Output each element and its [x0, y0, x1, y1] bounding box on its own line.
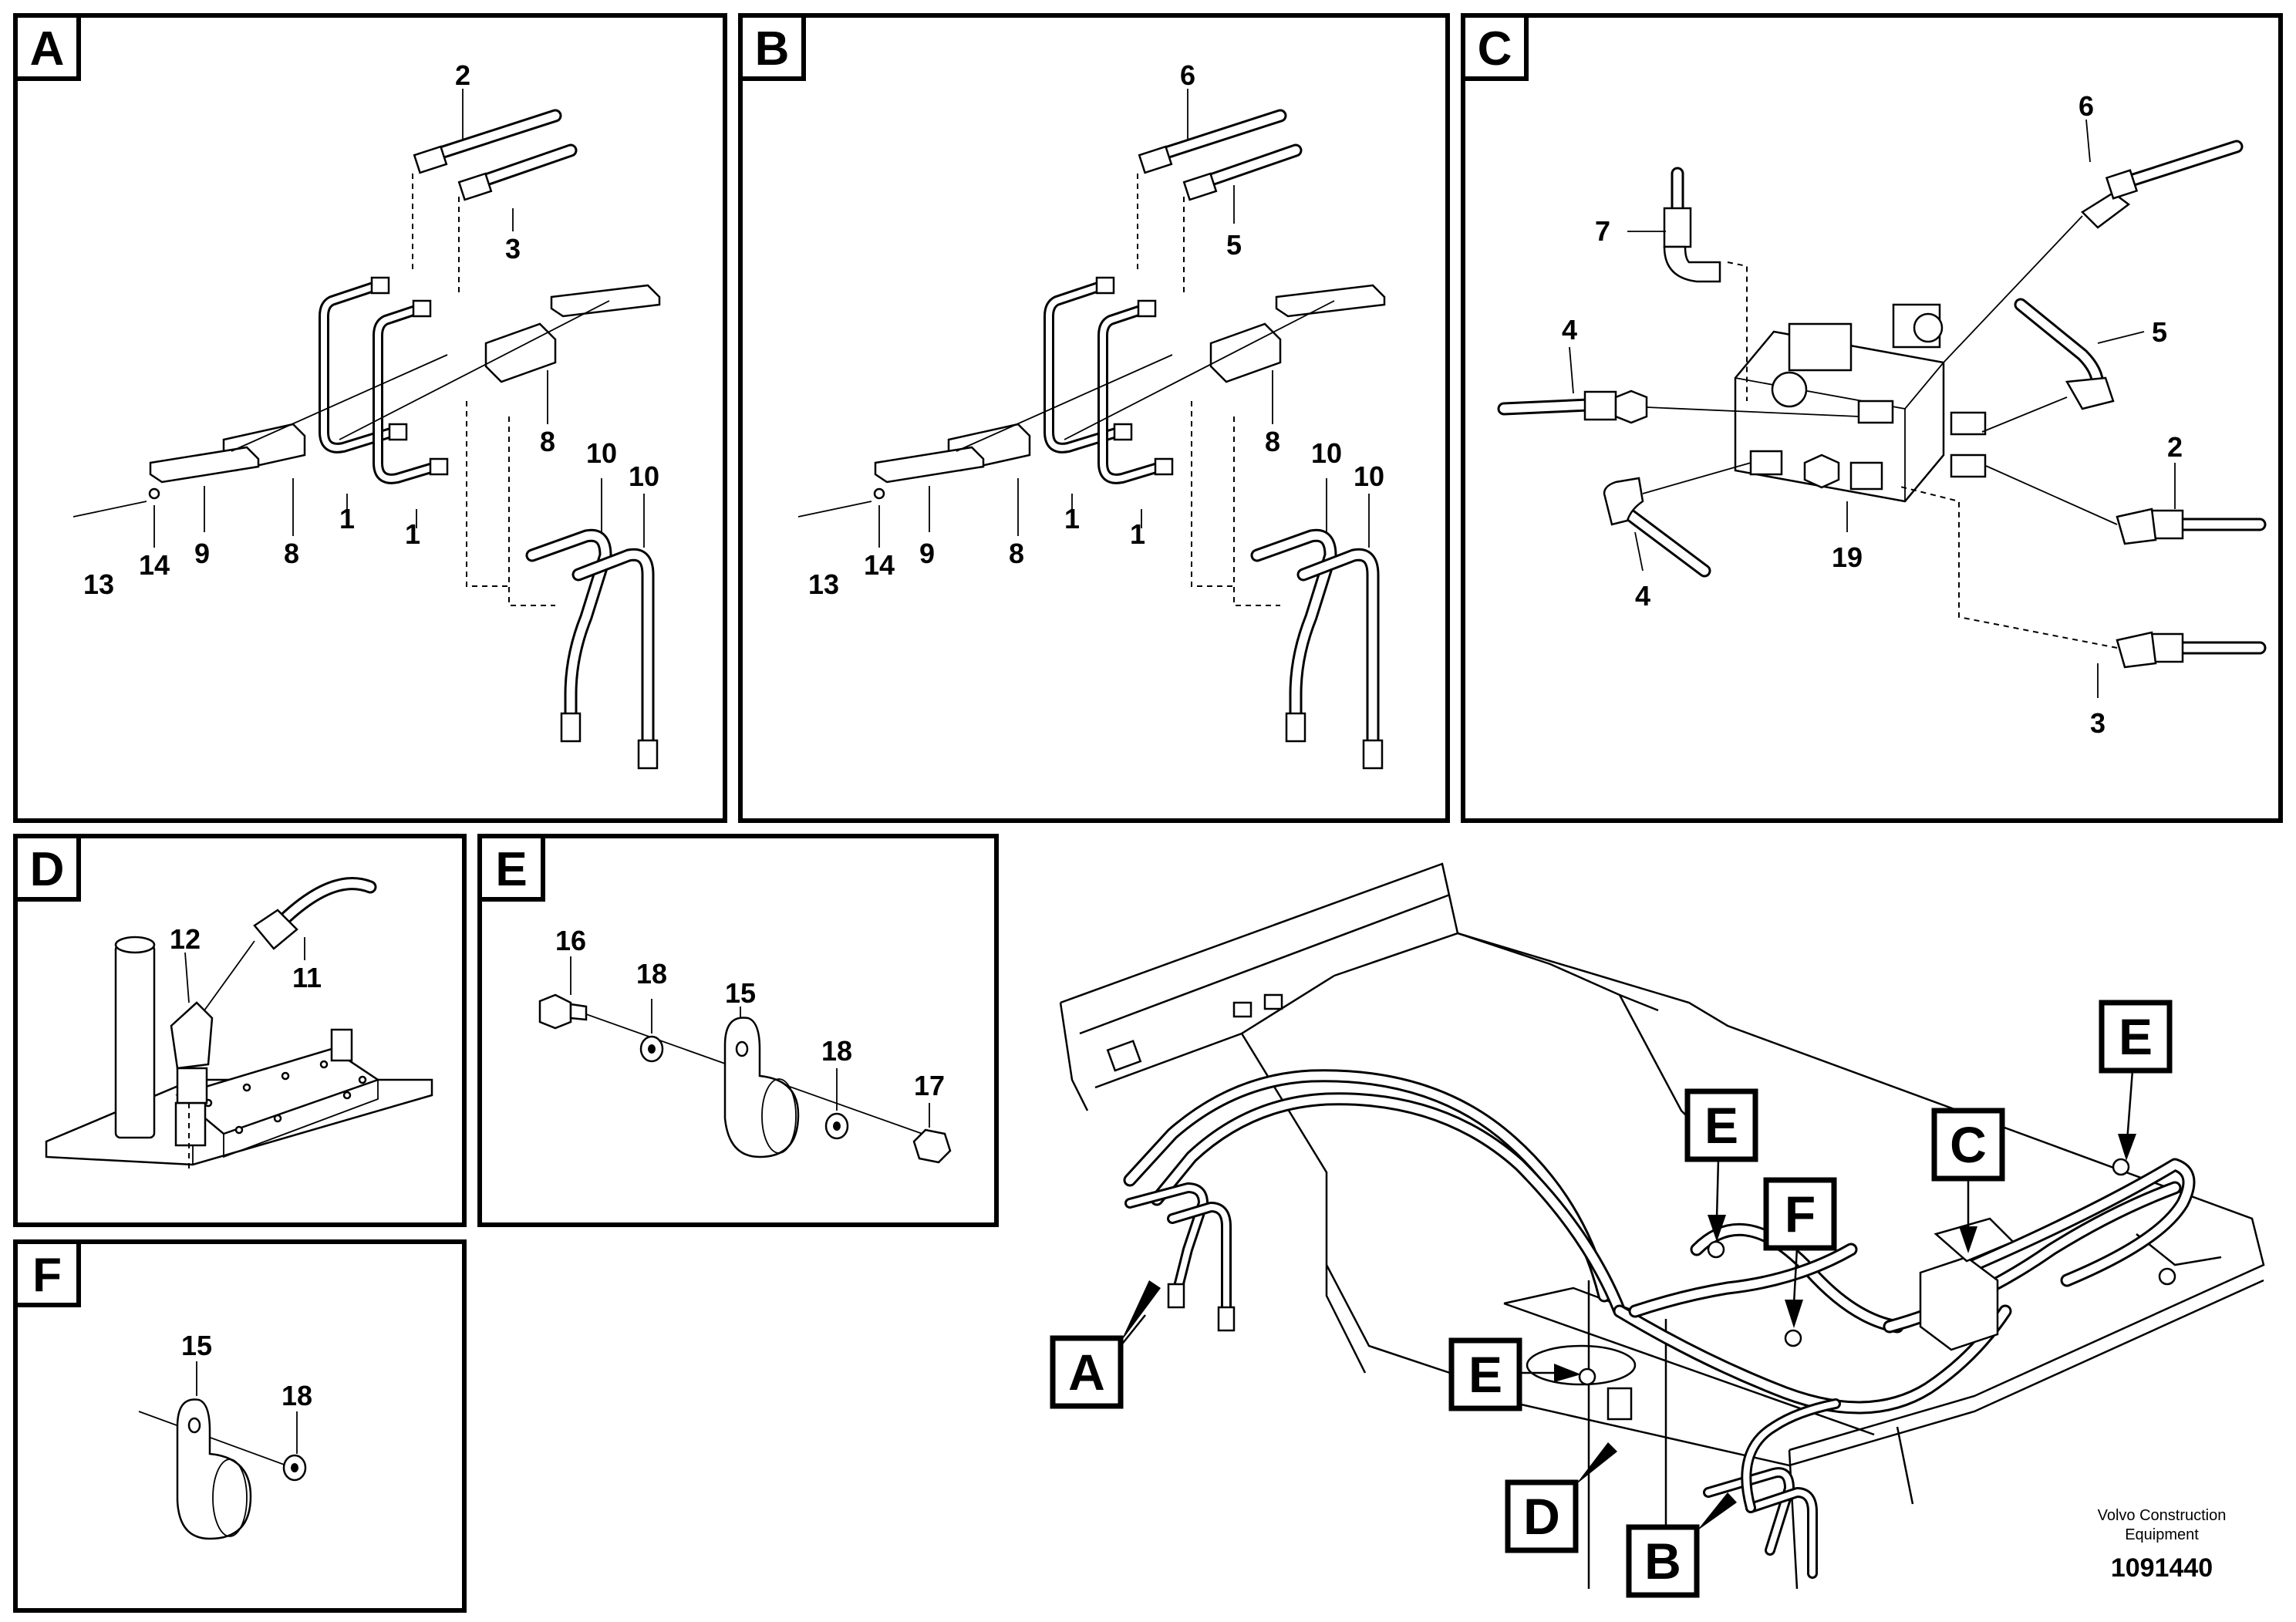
label: 12	[170, 923, 201, 955]
label: 1	[405, 518, 420, 550]
callout-b: B	[1644, 1533, 1681, 1590]
drawing-number: 1091440	[2111, 1553, 2213, 1583]
callout-c: C	[1950, 1116, 1987, 1173]
label: 10	[1311, 437, 1342, 469]
overview-callouts: A B C D E E E F	[1050, 1000, 2173, 1598]
panel-letter-f: F	[32, 1249, 62, 1302]
panel-letter-c: C	[1478, 22, 1512, 76]
company-name-line1: Volvo Construction	[2098, 1507, 2227, 1524]
label: 14	[864, 549, 895, 581]
label: 9	[919, 538, 935, 569]
callout-e: E	[1468, 1346, 1502, 1403]
label: 16	[555, 925, 586, 956]
label: 1	[1130, 518, 1145, 550]
label: 18	[821, 1035, 852, 1067]
label: 1	[1064, 503, 1080, 534]
footer: Volvo Construction Equipment 1091440	[2098, 1507, 2227, 1583]
label: 10	[629, 460, 659, 492]
label: 10	[586, 437, 617, 469]
machine-overview	[1059, 862, 2265, 1590]
label: 2	[2167, 431, 2183, 463]
label: 10	[1354, 460, 1384, 492]
callout-d: D	[1523, 1488, 1560, 1545]
label: 17	[914, 1070, 945, 1101]
label: 8	[1265, 426, 1280, 457]
callout-e: E	[2119, 1008, 2153, 1065]
label: 13	[808, 568, 839, 600]
label: 5	[2152, 316, 2167, 348]
label: 9	[194, 538, 210, 569]
panel-letter-a: A	[30, 22, 65, 76]
company-name-line2: Equipment	[2125, 1526, 2199, 1543]
label: 7	[1595, 215, 1610, 247]
label: 18	[636, 958, 667, 990]
label: 6	[2079, 90, 2094, 122]
label: 15	[725, 977, 756, 1009]
bolt-holes	[204, 1060, 367, 1135]
panel-c: C	[1461, 13, 2283, 823]
label: 11	[292, 962, 322, 993]
label: 6	[1180, 59, 1195, 91]
label: 1	[339, 503, 355, 534]
label: 4	[1562, 314, 1577, 346]
label: 14	[139, 549, 170, 581]
label: 3	[2090, 707, 2106, 739]
label: 8	[1009, 538, 1024, 569]
callout-e: E	[1704, 1097, 1738, 1154]
panel-f: F 15 18	[13, 1239, 467, 1613]
panel-letter-e: E	[495, 843, 527, 896]
panel-b: B	[738, 13, 1450, 823]
label: 2	[455, 59, 470, 91]
callout-f: F	[1785, 1185, 1816, 1243]
label: 3	[505, 233, 521, 265]
panel-e: E 16 18 15 18 17	[477, 834, 999, 1227]
label: 5	[1226, 229, 1242, 261]
label: 13	[83, 568, 114, 600]
panel-letter-d: D	[30, 843, 65, 896]
label: 15	[181, 1330, 212, 1361]
label: 8	[284, 538, 299, 569]
panel-d: D 12 11	[13, 834, 467, 1227]
label: 18	[282, 1380, 312, 1411]
panel-a: A	[13, 13, 727, 823]
callout-a: A	[1068, 1344, 1105, 1401]
label: 8	[540, 426, 555, 457]
label: 4	[1635, 580, 1650, 612]
label: 19	[1832, 541, 1863, 573]
panel-letter-b: B	[755, 22, 790, 76]
